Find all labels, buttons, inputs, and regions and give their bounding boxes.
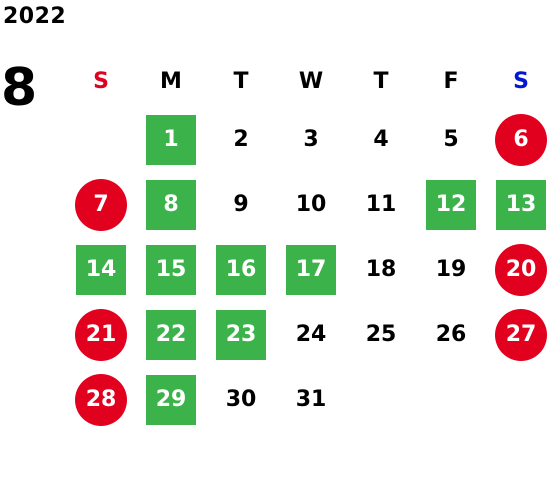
calendar-cell: 5 (416, 107, 486, 172)
highlighted-day: 22 (146, 309, 196, 360)
calendar-day: 18 (365, 257, 397, 282)
weekday-header-wednesday: W (298, 68, 324, 94)
calendar-cell: 12 (416, 172, 486, 237)
holiday-day: 6 (495, 113, 547, 166)
calendar-cell: 14 (66, 237, 136, 302)
weekday-header-friday: F (443, 68, 459, 94)
calendar-cell: 1 (136, 107, 206, 172)
holiday-day: 27 (495, 308, 547, 361)
calendar-day: 30 (225, 387, 257, 412)
calendar-cell: 10 (276, 172, 346, 237)
weekday-header-sunday: S (93, 68, 109, 94)
calendar-cell: 9 (206, 172, 276, 237)
calendar-cell: 19 (416, 237, 486, 302)
calendar-cell: 7 (66, 172, 136, 237)
highlighted-day: 1 (146, 114, 196, 165)
calendar-day: 25 (365, 322, 397, 347)
weekday-header-thursday: T (373, 68, 389, 94)
calendar-cell: 4 (346, 107, 416, 172)
calendar-cell: 30 (206, 367, 276, 432)
calendar-cell: 31 (276, 367, 346, 432)
holiday-day: 20 (495, 243, 547, 296)
calendar-day: 31 (295, 387, 327, 412)
calendar-day: 24 (295, 322, 327, 347)
holiday-day: 7 (75, 178, 127, 231)
highlighted-day: 15 (146, 244, 196, 295)
weekday-header-monday: M (160, 68, 182, 94)
calendar-cell: 26 (416, 302, 486, 367)
calendar-cell (346, 367, 416, 432)
highlighted-day: 29 (146, 374, 196, 425)
highlighted-day: 12 (426, 179, 476, 230)
calendar-cell: 2 (206, 107, 276, 172)
calendar-cell: 24 (276, 302, 346, 367)
calendar-month: 8 (1, 58, 38, 118)
highlighted-day: 16 (216, 244, 266, 295)
calendar-day: 3 (303, 127, 319, 152)
weekday-header-tuesday: T (233, 68, 249, 94)
calendar-cell: 16 (206, 237, 276, 302)
calendar-cell (486, 367, 548, 432)
calendar-day: 19 (435, 257, 467, 282)
calendar-cell: 28 (66, 367, 136, 432)
calendar-day: 26 (435, 322, 467, 347)
calendar-cell: 22 (136, 302, 206, 367)
calendar-cell: 11 (346, 172, 416, 237)
holiday-day: 21 (75, 308, 127, 361)
highlighted-day: 14 (76, 244, 126, 295)
calendar-cell: 17 (276, 237, 346, 302)
calendar-cell (416, 367, 486, 432)
holiday-day: 28 (75, 373, 127, 426)
calendar-cell: 23 (206, 302, 276, 367)
calendar-cell: 21 (66, 302, 136, 367)
weekday-header-saturday: S (513, 68, 529, 94)
calendar-cell: 20 (486, 237, 548, 302)
calendar-cell: 27 (486, 302, 548, 367)
calendar-cell: 8 (136, 172, 206, 237)
highlighted-day: 13 (496, 179, 546, 230)
calendar-cell: 15 (136, 237, 206, 302)
highlighted-day: 8 (146, 179, 196, 230)
calendar-day: 9 (233, 192, 249, 217)
highlighted-day: 23 (216, 309, 266, 360)
calendar-cell (66, 107, 136, 172)
calendar-cell: 18 (346, 237, 416, 302)
calendar-day: 4 (373, 127, 389, 152)
calendar-day: 2 (233, 127, 249, 152)
calendar-day: 5 (443, 127, 459, 152)
calendar-day: 11 (365, 192, 397, 217)
calendar-cell: 3 (276, 107, 346, 172)
calendar-cell: 13 (486, 172, 548, 237)
calendar-day: 10 (295, 192, 327, 217)
highlighted-day: 17 (286, 244, 336, 295)
calendar-cell: 25 (346, 302, 416, 367)
calendar-cell: 29 (136, 367, 206, 432)
calendar-year: 2022 (3, 4, 67, 29)
calendar-cell: 6 (486, 107, 548, 172)
